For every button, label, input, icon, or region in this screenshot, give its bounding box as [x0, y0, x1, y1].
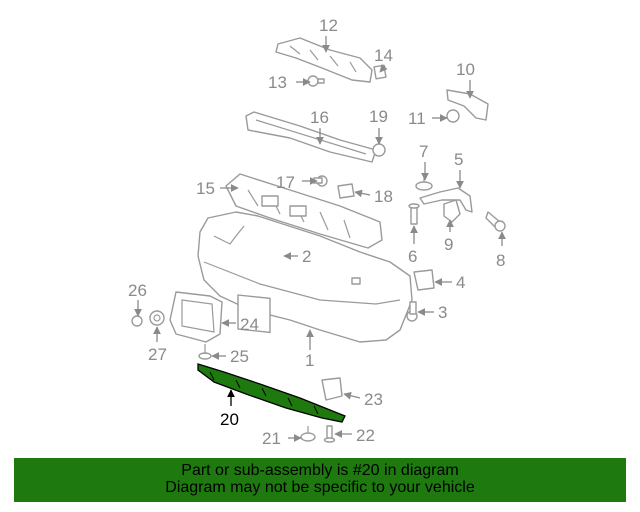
callout-11: 11 — [408, 109, 426, 128]
part-26-nut — [131, 315, 143, 327]
part-11-nut — [446, 109, 460, 123]
part-21-clip — [300, 426, 316, 442]
callout-19: 19 — [369, 107, 388, 126]
part-8-bolt — [485, 211, 506, 232]
part-15-support — [225, 173, 383, 249]
part-19-nut — [372, 143, 386, 157]
callout-8: 8 — [496, 251, 505, 270]
part-20-lower-valance[interactable] — [197, 363, 346, 423]
callout-26: 26 — [128, 281, 147, 300]
callout-6: 6 — [408, 247, 417, 266]
part-4-bracket — [413, 269, 435, 291]
callout-25: 25 — [230, 347, 249, 366]
callout-20[interactable]: 20 — [220, 410, 239, 429]
callout-2: 2 — [302, 247, 311, 266]
part-5-strip — [419, 187, 473, 213]
callout-23: 23 — [364, 390, 383, 409]
callout-1: 1 — [305, 351, 314, 370]
banner-line-1: Part or sub-assembly is #20 in diagram — [181, 462, 459, 479]
part-12-absorber — [275, 37, 373, 83]
parts-diagram: 12 14 13 10 11 16 19 7 5 17 18 15 8 9 6 … — [128, 16, 506, 448]
callout-17: 17 — [276, 173, 295, 192]
banner-line-2: Diagram may not be specific to your vehi… — [165, 479, 475, 496]
part-16-impact-bar — [245, 111, 377, 163]
part-13-bolt — [307, 75, 325, 87]
callout-12: 12 — [319, 16, 338, 35]
part-9-bracket — [443, 199, 461, 223]
part-22-screw — [323, 425, 336, 443]
part-23-clip — [321, 377, 343, 401]
callout-4: 4 — [456, 273, 465, 292]
part-18-clip — [337, 183, 355, 199]
callout-21: 21 — [262, 429, 281, 448]
callout-labels: 12 14 13 10 11 16 19 7 5 17 18 15 8 9 6 … — [128, 16, 505, 448]
callout-13: 13 — [268, 73, 287, 92]
part-7-pushpin — [415, 176, 433, 191]
part-27-bushing — [149, 310, 165, 326]
callout-14: 14 — [374, 46, 393, 65]
callout-10: 10 — [456, 60, 475, 79]
callout-22: 22 — [356, 426, 375, 445]
part-6-screw — [408, 203, 420, 225]
info-banner: Part or sub-assembly is #20 in diagram D… — [14, 458, 626, 502]
callout-27: 27 — [148, 345, 167, 364]
callout-16: 16 — [310, 108, 329, 127]
callout-3: 3 — [438, 303, 447, 322]
part-24-bezel — [169, 291, 223, 343]
part-3-bolt — [406, 301, 418, 322]
callout-7: 7 — [419, 142, 428, 161]
callout-18: 18 — [374, 187, 393, 206]
part-1-bumper-cover — [197, 211, 413, 343]
callout-5: 5 — [454, 150, 463, 169]
callout-9: 9 — [444, 235, 453, 254]
callout-15: 15 — [196, 179, 215, 198]
part-25-pushpin — [198, 344, 212, 360]
callout-24: 24 — [240, 315, 259, 334]
leader-lines — [134, 36, 506, 442]
